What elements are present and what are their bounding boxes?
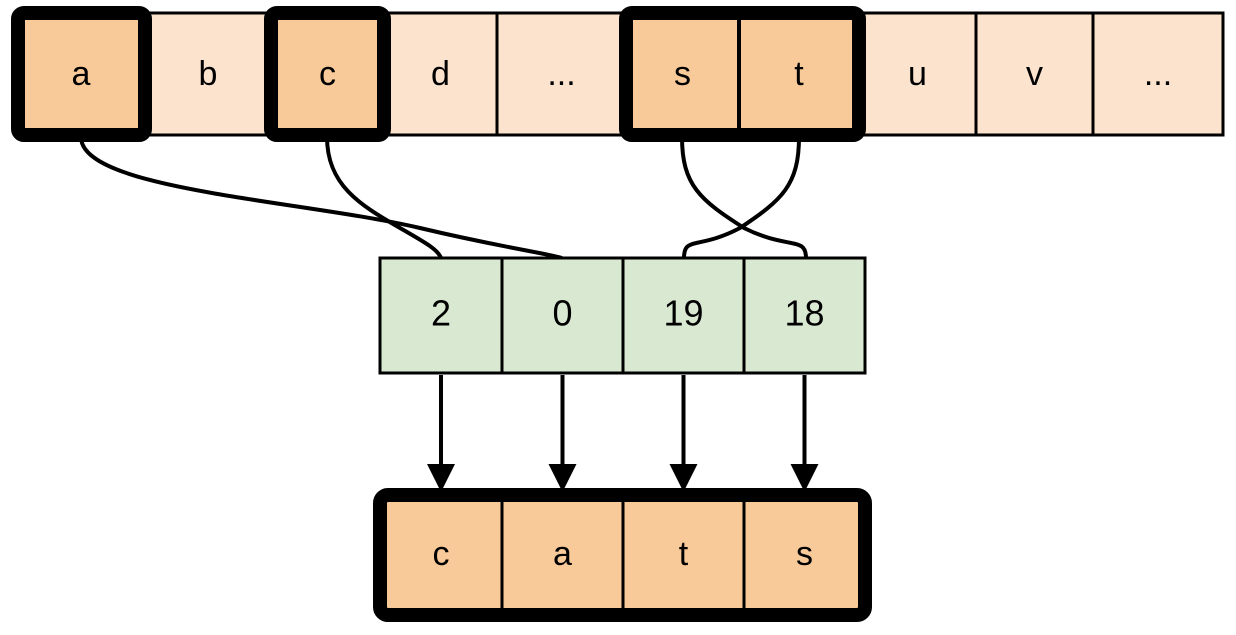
- alphabet-cell-9[interactable]: [1091, 11, 1225, 137]
- arrow-head-2: [669, 464, 698, 492]
- output-label-1: a: [553, 535, 572, 573]
- arrow-head-1: [548, 464, 577, 492]
- alphabet-label-4: ...: [547, 55, 575, 93]
- alphabet-cell-1[interactable]: [143, 11, 273, 137]
- output-label-3: s: [796, 535, 813, 573]
- alphabet-label-2: c: [319, 55, 336, 93]
- alphabet-cell-4[interactable]: [495, 11, 628, 137]
- connector-c-to-2: [325, 136, 443, 259]
- letter-to-index-connectors: [79, 136, 808, 260]
- connector-a-to-0: [79, 136, 563, 260]
- alphabet-label-8: v: [1026, 55, 1043, 93]
- arrow-head-3: [790, 464, 819, 492]
- output-row-outline: [373, 488, 872, 622]
- output-label-2: t: [679, 535, 689, 573]
- alphabet-label-6: t: [794, 55, 804, 93]
- alphabet-cell-8[interactable]: [974, 11, 1095, 137]
- index-label-1: 0: [552, 293, 572, 334]
- index-label-3: 18: [784, 293, 824, 334]
- alphabet-row: a b c d ... s t u v ...: [11, 6, 1225, 142]
- index-label-2: 19: [663, 293, 703, 334]
- index-cell-2[interactable]: [621, 256, 746, 375]
- index-row: 2 0 19 18: [378, 256, 867, 375]
- index-to-output-arrows: [427, 375, 819, 492]
- output-row: c a t s: [373, 488, 872, 622]
- alphabet-highlight-st: [619, 6, 866, 142]
- index-label-0: 2: [431, 293, 451, 334]
- output-label-0: c: [433, 535, 450, 573]
- alphabet-label-5: s: [674, 55, 691, 93]
- connector-t-to-19: [682, 136, 801, 259]
- connector-s-to-18: [680, 136, 808, 259]
- arrow-head-0: [427, 464, 455, 492]
- index-cell-1[interactable]: [500, 256, 625, 375]
- alphabet-label-0: a: [72, 55, 91, 93]
- alphabet-label-7: u: [908, 55, 927, 93]
- index-cell-0[interactable]: [378, 256, 504, 375]
- alphabet-highlight-c: [264, 6, 391, 142]
- alphabet-label-3: d: [431, 55, 450, 93]
- alphabet-label-9: ...: [1144, 55, 1172, 93]
- index-cell-3[interactable]: [742, 256, 867, 375]
- alphabet-label-1: b: [199, 55, 218, 93]
- alphabet-highlight-a: [11, 6, 152, 142]
